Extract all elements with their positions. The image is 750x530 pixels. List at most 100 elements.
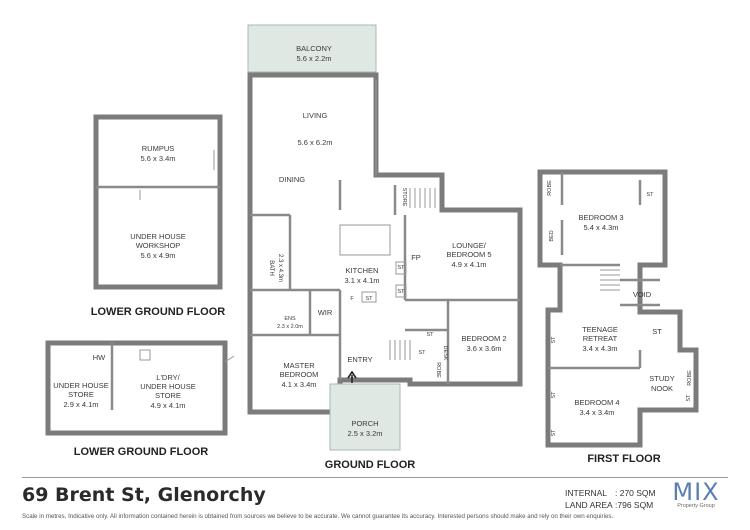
land-area-row: LAND AREA :796 SQM (565, 499, 656, 511)
robe-label-gf: ROBE (435, 362, 441, 378)
property-address: 69 Brent St, Glenorchy (22, 484, 266, 506)
footer-divider (22, 477, 728, 478)
f-label: F (350, 296, 354, 302)
lounge-label-2: BEDROOM 5 (446, 250, 491, 259)
bed-label: BED (549, 230, 555, 241)
uh-store-label-1: UNDER HOUSE (53, 381, 108, 390)
robe-label-b3: ROBE (547, 180, 553, 196)
desk-label: DESK (442, 346, 448, 361)
fp-label: FP (411, 253, 421, 262)
bath-label: BATH (268, 260, 274, 276)
ldry-label-2: UNDER HOUSE (140, 382, 195, 391)
internal-area-value: : 270 SQM (615, 488, 656, 498)
floor-title-lower-ground-1: LOWER GROUND FLOOR (91, 306, 225, 318)
bedroom4-label: BEDROOM 4 (574, 398, 619, 407)
porch-size: 2.5 x 3.2m (347, 429, 382, 438)
sink-fixture (139, 349, 151, 361)
study-label-2: NOOK (651, 384, 673, 393)
st-box (361, 291, 377, 303)
balcony-label: BALCONY (296, 44, 332, 53)
ldry-label-1: L'DRY/ (156, 373, 180, 382)
teenage-label-1: TEENAGE (582, 325, 618, 334)
robe-label-study: ROBE (687, 370, 693, 386)
balcony-size: 5.6 x 2.2m (296, 54, 331, 63)
kitchen-bench (339, 224, 391, 256)
living-size: 5.6 x 6.2m (297, 138, 332, 147)
st-label-b4: ST (551, 391, 557, 399)
lower-ground-floor-lower: HW UNDER HOUSE STORE 2.9 x 4.1m L'DRY/ U… (45, 340, 235, 458)
dining-label: DINING (279, 175, 305, 184)
st-label-stair-2: ST (426, 332, 434, 338)
bath-size: 2.3 x 4.3m (277, 254, 283, 282)
lower-ground-floor-upper: RUMPUS 5.6 x 3.4m UNDER HOUSE WORKSHOP 5… (91, 114, 225, 318)
entry-label: ENTRY (347, 355, 372, 364)
rumpus-size: 5.6 x 3.4m (140, 154, 175, 163)
st-box-3 (395, 284, 407, 298)
floor-plan: RUMPUS 5.6 x 3.4m UNDER HOUSE WORKSHOP 5… (45, 24, 699, 471)
st-label-kitchen: ST (397, 265, 405, 271)
kitchen-label: KITCHEN (346, 266, 379, 275)
floor-title-ground: GROUND FLOOR (325, 459, 415, 471)
brand-logo: MIX Property Group (666, 479, 726, 509)
stairs-first (600, 269, 620, 291)
store-label: STORE (401, 188, 407, 207)
st-label-bench: ST (365, 296, 373, 302)
lounge-label-1: LOUNGE/ (452, 241, 487, 250)
door-swing (224, 355, 235, 363)
first-floor: ROBE BED ST BEDROOM 3 5.4 x 4.3m VOID ST… (537, 169, 699, 465)
stairs-lower (389, 340, 411, 360)
bedroom2-label: BEDROOM 2 (461, 334, 506, 343)
bedroom3-size: 5.4 x 4.3m (583, 223, 618, 232)
land-area-value: :796 SQM (615, 500, 654, 510)
ldry-size: 4.9 x 4.1m (150, 401, 185, 410)
ens-size: 2.3 x 2.0m (277, 324, 303, 330)
st-label-first-left: ST (551, 336, 557, 344)
st-label-study: ST (686, 394, 692, 402)
brand-name: MIX (672, 478, 720, 506)
st-label-kitchen-2: ST (397, 289, 405, 295)
st-label-b4-2: ST (551, 429, 557, 437)
ens-label: ENS (284, 316, 296, 322)
master-label-2: BEDROOM (280, 370, 319, 379)
floor-title-first: FIRST FLOOR (587, 453, 660, 465)
void-label: VOID (633, 290, 652, 299)
brand-tagline: Property Group (677, 503, 715, 509)
area-summary: INTERNAL : 270 SQM LAND AREA :796 SQM (565, 487, 656, 511)
lower-ground-2-outline (45, 340, 228, 436)
master-label-1: MASTER (283, 361, 315, 370)
workshop-label-1: UNDER HOUSE (130, 232, 185, 241)
living-label: LIVING (303, 111, 328, 120)
st-label-b3: ST (646, 192, 654, 198)
st-label-teen: ST (652, 327, 662, 336)
hw-label: HW (93, 353, 106, 362)
master-size: 4.1 x 3.4m (281, 380, 316, 389)
bedroom2-size: 3.6 x 3.6m (466, 344, 501, 353)
lounge-size: 4.9 x 4.1m (451, 260, 486, 269)
porch-area (329, 383, 401, 451)
ground-floor: BALCONY 5.6 x 2.2m (247, 24, 523, 471)
bedroom3-label: BEDROOM 3 (578, 213, 623, 222)
floor-title-lower-ground-2: LOWER GROUND FLOOR (74, 446, 208, 458)
teenage-size: 3.4 x 4.3m (582, 344, 617, 353)
lower-ground-outline (93, 114, 223, 290)
first-floor-outline (537, 169, 699, 448)
bedroom4-size: 3.4 x 3.4m (579, 408, 614, 417)
st-box-2 (395, 261, 407, 275)
workshop-label-2: WORKSHOP (136, 241, 181, 250)
ldry-label-3: STORE (155, 391, 181, 400)
balcony-area (247, 24, 377, 73)
kitchen-size: 3.1 x 4.1m (344, 276, 379, 285)
internal-area-label: INTERNAL (565, 488, 608, 498)
entry-arrow-icon (347, 370, 357, 383)
disclaimer-text: Scale in metres, Indicative only. All in… (22, 513, 614, 520)
rumpus-label: RUMPUS (142, 144, 175, 153)
teenage-label-2: RETREAT (583, 334, 618, 343)
uh-store-size: 2.9 x 4.1m (63, 400, 98, 409)
wir-label: WIR (318, 308, 333, 317)
internal-area-row: INTERNAL : 270 SQM (565, 487, 656, 499)
workshop-size: 5.6 x 4.9m (140, 251, 175, 260)
land-area-label: LAND AREA (565, 500, 613, 510)
stairs-upper (409, 188, 436, 208)
uh-store-label-2: STORE (68, 390, 94, 399)
st-label-stair: ST (418, 350, 426, 356)
